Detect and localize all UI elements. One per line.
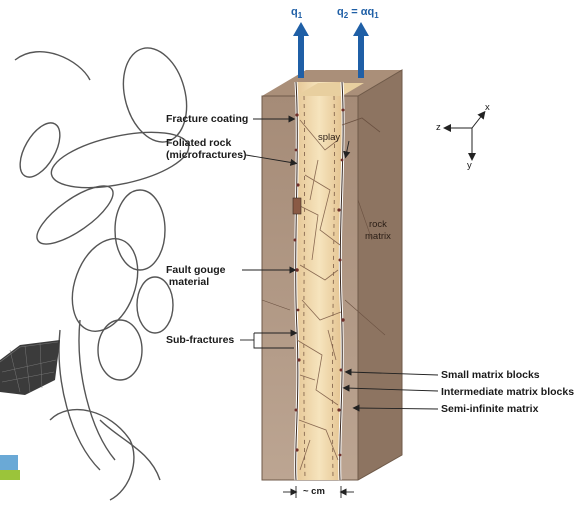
intermediate-matrix-blocks-label: Intermediate matrix blocks bbox=[441, 386, 574, 398]
background-mesh bbox=[0, 340, 60, 480]
sub-fractures-label: Sub-fractures bbox=[166, 334, 234, 346]
fracture-coating-label: Fracture coating bbox=[166, 113, 248, 125]
fault-gouge-label: Fault gouge material bbox=[166, 264, 226, 288]
rock-matrix-label: rock matrix bbox=[365, 219, 391, 243]
q1-label: q1 bbox=[291, 6, 302, 22]
flow-arrows bbox=[293, 22, 369, 78]
axis-y-label: y bbox=[467, 160, 472, 172]
splay-label: splay bbox=[318, 132, 340, 144]
foliated-rock-label: Foliated rock (microfractures) bbox=[166, 137, 247, 161]
small-matrix-blocks-label: Small matrix blocks bbox=[441, 369, 540, 381]
scale-label: ~ cm bbox=[303, 486, 325, 498]
axis-x-label: x bbox=[485, 102, 490, 114]
q2-label: q2 = αq1 bbox=[337, 6, 379, 22]
semi-infinite-matrix-label: Semi-infinite matrix bbox=[441, 403, 538, 415]
coordinate-axes bbox=[447, 114, 483, 157]
axis-z-label: z bbox=[436, 122, 441, 134]
